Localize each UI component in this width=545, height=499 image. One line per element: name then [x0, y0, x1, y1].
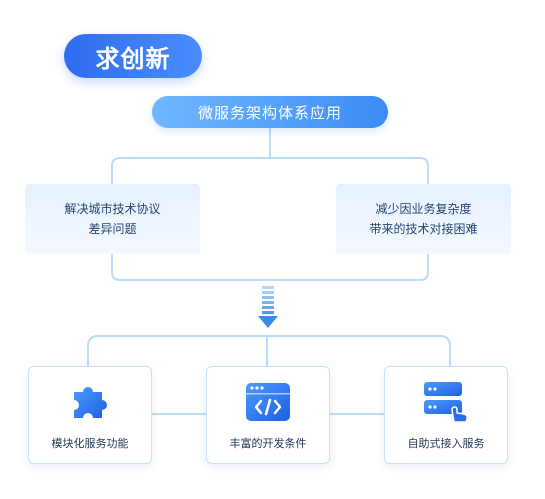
problem-box-protocol: 解决城市技术协议 差异问题: [25, 184, 200, 254]
problem-text-line1: 减少因业务复杂度: [375, 202, 472, 216]
feature-card-modular: 模块化服务功能: [28, 366, 152, 464]
subtitle-banner: 微服务架构体系应用: [152, 96, 388, 128]
problem-text-line2: 差异问题: [88, 222, 137, 236]
self-service-icon: [424, 382, 468, 423]
feature-label: 丰富的开发条件: [229, 437, 307, 450]
page-title: 求创新: [64, 34, 202, 78]
puzzle-icon: [74, 387, 107, 418]
feature-card-dev: 丰富的开发条件: [206, 366, 330, 464]
feature-card-self-service: 自助式接入服务: [384, 366, 508, 464]
code-window-icon: [246, 383, 290, 421]
problem-box-complexity: 减少因业务复杂度 带来的技术对接困难: [336, 184, 511, 254]
problem-text-line2: 带来的技术对接困难: [369, 222, 478, 236]
feature-label: 自助式接入服务: [407, 437, 485, 450]
problem-text-line1: 解决城市技术协议: [64, 202, 161, 216]
down-arrow-icon: [258, 286, 278, 328]
feature-label: 模块化服务功能: [51, 437, 129, 450]
